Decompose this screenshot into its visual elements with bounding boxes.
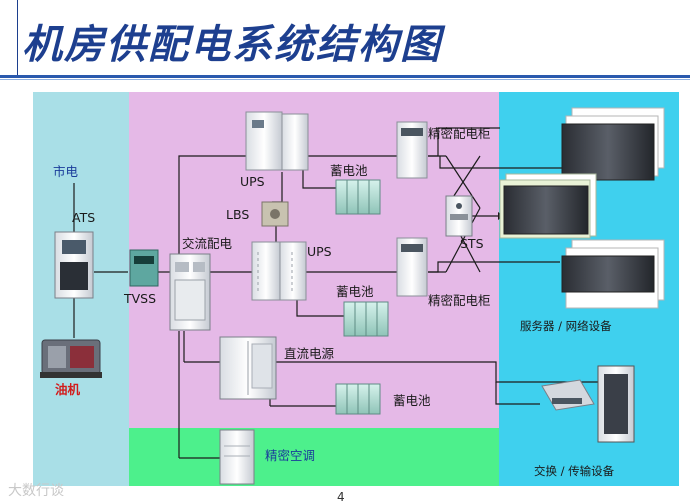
servers-network-label: 服务器 / 网络设备 [520,319,612,333]
watermark: 大数行谈 [8,483,64,499]
tvss-unit [129,249,159,287]
title-underline [0,75,690,78]
precision-ac-label: 精密空调 [265,448,315,463]
generator [40,339,102,378]
server-racks-mid [499,173,597,239]
battery-dc-label: 蓄电池 [393,393,431,408]
switching-transmission-label: 交换 / 传输设备 [534,464,615,478]
battery-mid [343,301,389,337]
lbs-label: LBS [226,207,249,222]
lbs-switch [261,201,289,227]
battery-dc [335,383,381,415]
battery-mid-label: 蓄电池 [336,284,374,299]
precision-pdu-top-label: 精密配电柜 [428,126,491,141]
generator-label: 油机 [55,382,81,397]
dc-power-label: 直流电源 [284,346,335,361]
ats-label: ATS [72,210,95,225]
precision-pdu-mid [396,237,428,297]
ups-top-label: UPS [240,174,265,189]
switching-cabinet [597,365,635,443]
ac-distribution-label: 交流配电 [182,236,233,251]
mains-label: 市电 [53,164,79,179]
precision-pdu-top [396,121,428,179]
dc-power-cabinet [219,336,277,400]
sts-label: STS [460,236,484,251]
ats-cabinet [54,231,94,299]
cooling-zone [129,428,499,486]
server-racks-low [561,239,665,309]
battery-top [335,179,381,215]
wiring [73,127,598,459]
server-racks-top [561,107,665,181]
title-accent-line [17,0,18,78]
precision-ac-unit [219,429,255,485]
transmission-box [541,379,595,411]
sts-switch [445,195,473,237]
ac-distribution-cabinet [169,253,211,331]
ups-top [245,111,309,171]
title-underline-thin [0,79,690,80]
ups-mid [251,241,307,301]
battery-top-label: 蓄电池 [330,163,368,178]
tvss-label: TVSS [123,291,156,306]
ups-mid-label: UPS [307,244,332,259]
page-title: 机房供配电系统结构图 [22,21,442,68]
precision-pdu-mid-label: 精密配电柜 [428,293,491,308]
page-number: 4 [337,490,345,504]
